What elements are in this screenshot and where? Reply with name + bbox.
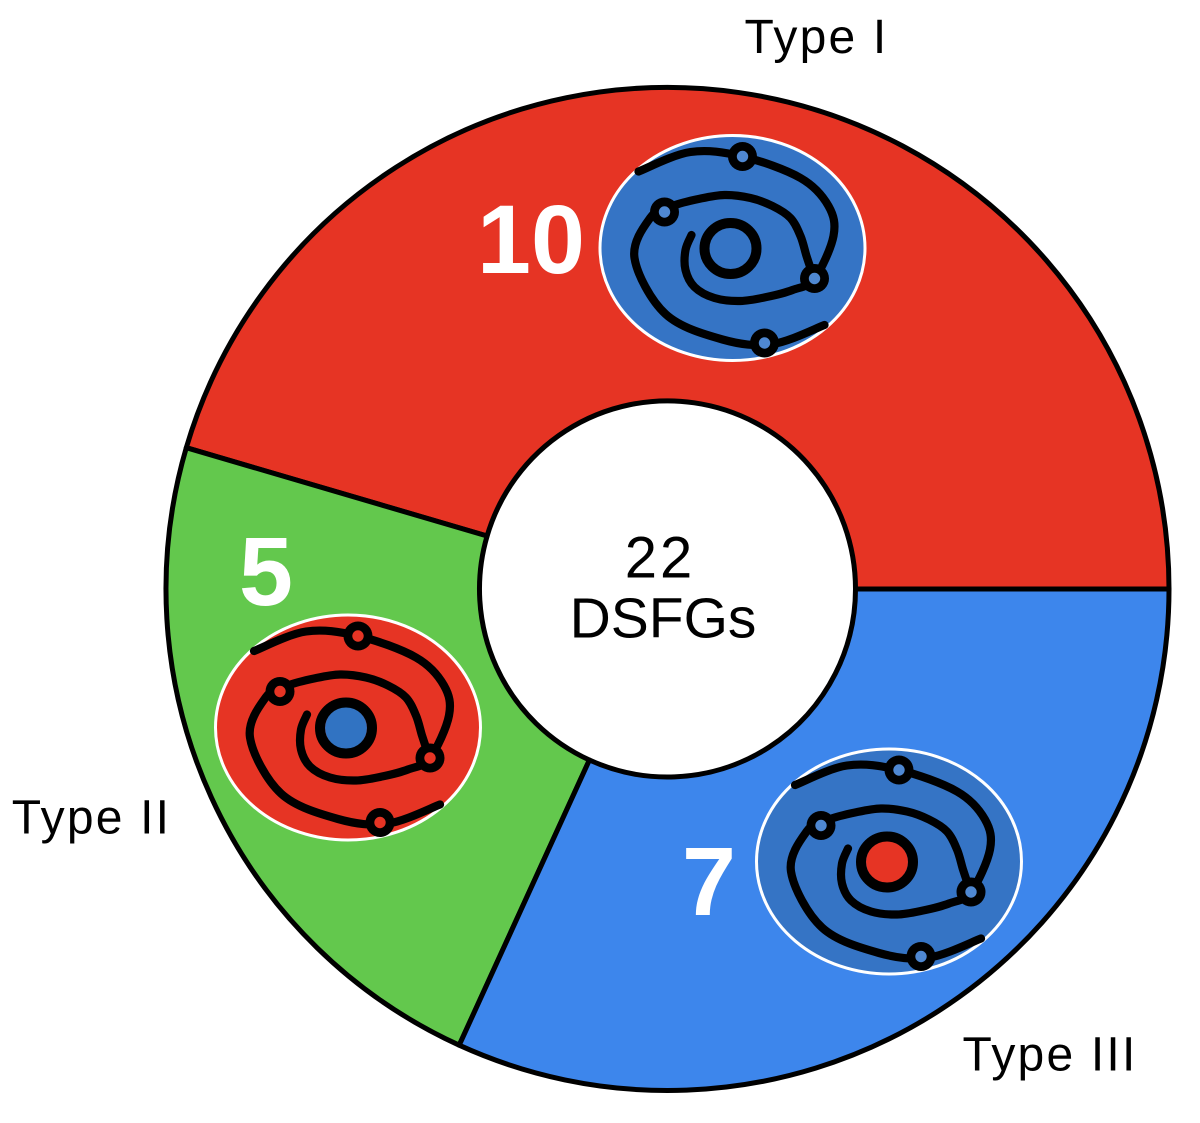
svg-text:7: 7 — [682, 827, 736, 936]
svg-text:22: 22 — [625, 526, 696, 591]
svg-text:10: 10 — [477, 185, 585, 294]
svg-text:Type II: Type II — [12, 792, 171, 845]
svg-text:Type I: Type I — [745, 11, 889, 64]
svg-text:DSFGs: DSFGs — [570, 587, 757, 651]
svg-text:5: 5 — [239, 517, 293, 626]
svg-text:Type III: Type III — [962, 1029, 1137, 1082]
